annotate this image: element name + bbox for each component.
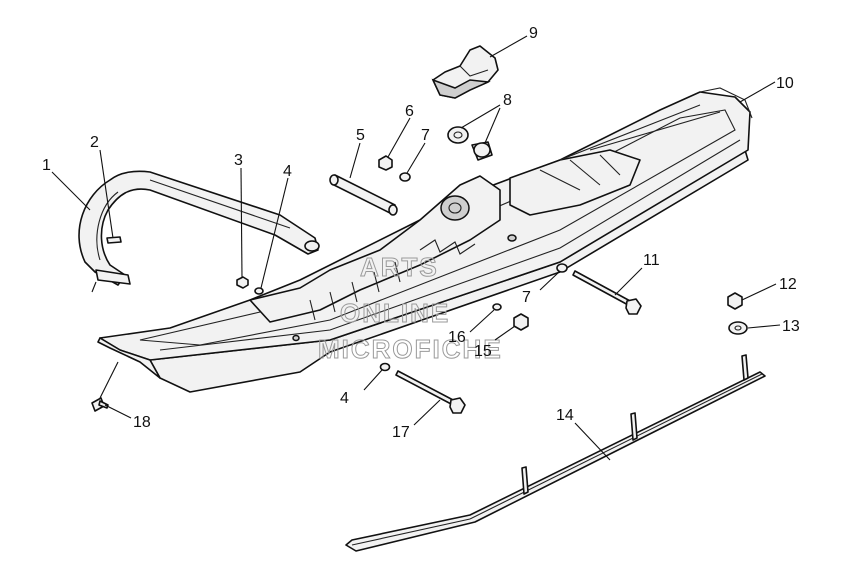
callout-17: 17 (392, 424, 410, 441)
leader-17 (413, 399, 441, 426)
part-4-washer-lower (379, 362, 391, 372)
leader-14 (574, 422, 611, 461)
callout-8: 8 (503, 92, 512, 109)
callout-15: 15 (474, 343, 492, 360)
callout-4a: 4 (283, 163, 292, 180)
part-5-bushing (329, 174, 398, 216)
callout-10: 10 (776, 75, 794, 92)
callout-18: 18 (133, 414, 151, 431)
leader-1 (51, 171, 91, 211)
leader-7a (406, 142, 426, 174)
part-2-plate (106, 236, 122, 244)
leader-3 (240, 167, 243, 279)
leader-15 (494, 325, 516, 341)
callout-7a: 7 (421, 127, 430, 144)
part-9-stop-block (431, 45, 499, 99)
part-6-nut (378, 155, 393, 171)
leader-2 (99, 149, 114, 239)
callout-3: 3 (234, 152, 243, 169)
callout-4b: 4 (340, 390, 349, 407)
leader-5 (349, 142, 361, 179)
callout-9: 9 (529, 25, 538, 42)
watermark-line-3: MICROFICHE (318, 334, 503, 364)
part-11-bolt (572, 270, 642, 315)
leader-9 (489, 35, 528, 58)
callout-labels: 1 2 3 4 4 5 6 7 7 8 9 10 11 12 13 14 15 … (42, 25, 800, 441)
part-13-washer (728, 321, 748, 335)
watermark-line-2: ONLINE (340, 298, 450, 328)
leader-18 (104, 404, 132, 419)
leader-11 (614, 267, 643, 296)
watermark: ARTS ONLINE MICROFICHE (318, 252, 503, 365)
part-16-washer (492, 303, 502, 311)
leader-10 (739, 81, 776, 103)
callout-11: 11 (643, 252, 660, 269)
leader-4a (260, 177, 289, 289)
leader-8a (460, 104, 501, 129)
part-12-nut (727, 292, 743, 310)
leader-18-upper (99, 361, 119, 399)
part-18-pin (91, 397, 109, 412)
leader-16 (469, 309, 495, 333)
leader-8b (484, 107, 501, 144)
callout-16: 16 (448, 329, 466, 346)
part-1-ski-loop (78, 170, 320, 286)
leader-1-tail (91, 281, 97, 293)
callout-13: 13 (782, 318, 800, 335)
part-10-ski (97, 87, 753, 393)
leader-7b (539, 271, 560, 291)
leader-13 (747, 324, 781, 329)
callout-6: 6 (405, 103, 414, 120)
part-15-nut (513, 313, 529, 331)
leader-12 (741, 283, 777, 301)
callout-2: 2 (90, 134, 99, 151)
leader-4b (363, 369, 383, 391)
part-14-wear-bar (345, 354, 766, 552)
leader-lines (51, 35, 781, 461)
part-7-washer-lower (556, 263, 568, 273)
callout-1: 1 (42, 157, 51, 174)
callout-12: 12 (779, 276, 797, 293)
part-17-bolt (395, 370, 466, 414)
part-8-bushing-set (447, 126, 493, 161)
callout-5: 5 (356, 127, 365, 144)
part-3-nut (236, 276, 249, 289)
callout-7b: 7 (522, 289, 531, 306)
part-4-washer-upper (254, 287, 264, 295)
leader-6 (387, 117, 411, 158)
watermark-line-1: ARTS (360, 252, 439, 282)
part-7-washer-upper (399, 172, 411, 182)
callout-14: 14 (556, 407, 574, 424)
